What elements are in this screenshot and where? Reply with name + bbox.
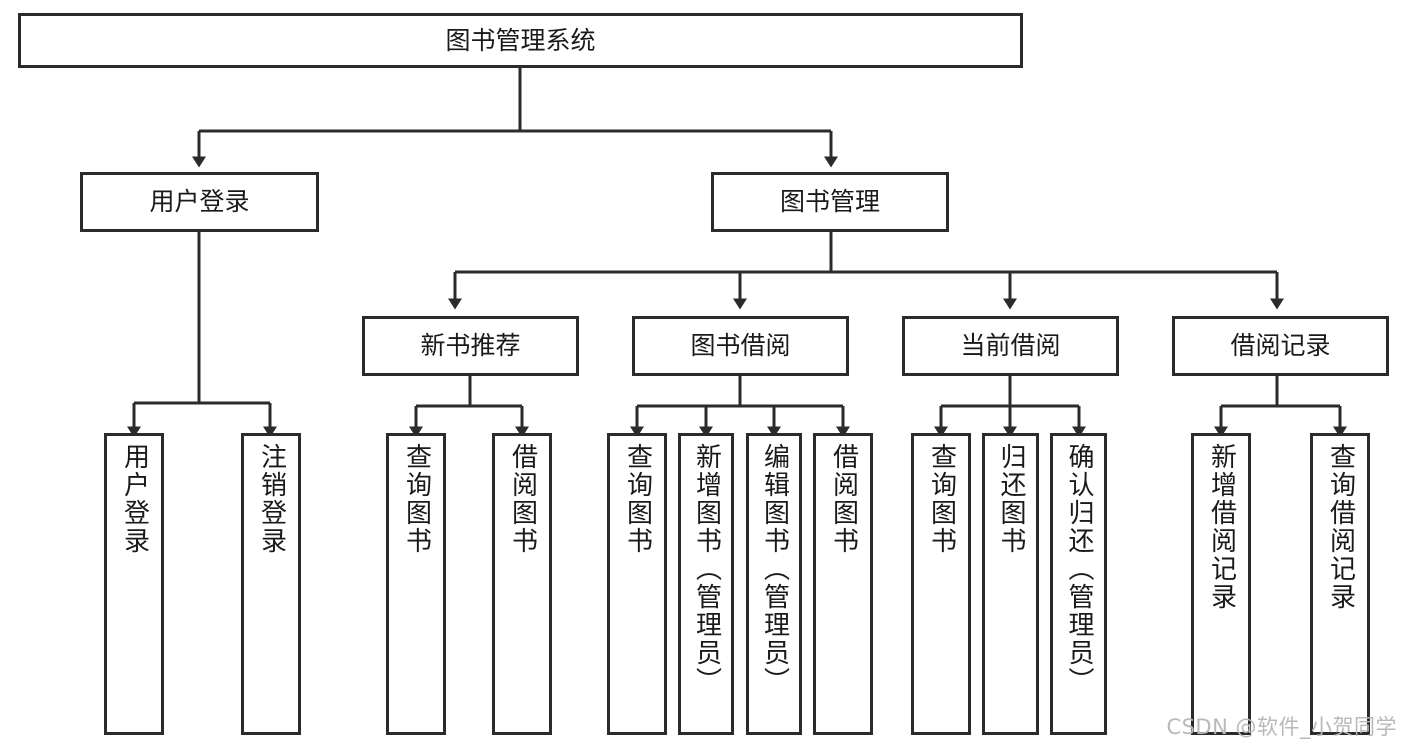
leaf-borrow-edit-book[interactable]: 编辑图书（管理员）	[746, 433, 802, 735]
leaf-label: 新增借阅记录	[1206, 443, 1237, 611]
leaf-record-query[interactable]: 查询借阅记录	[1310, 433, 1370, 735]
node-label: 图书管理系统	[445, 25, 596, 55]
node-user-login[interactable]: 用户登录	[80, 172, 319, 232]
leaf-current-confirm-return[interactable]: 确认归还（管理员）	[1050, 433, 1107, 735]
node-new-book-recommend[interactable]: 新书推荐	[362, 316, 579, 376]
leaf-label: 查询图书	[622, 443, 653, 555]
leaf-record-add[interactable]: 新增借阅记录	[1191, 433, 1251, 735]
node-label: 当前借阅	[960, 331, 1061, 361]
leaf-label: 确认归还（管理员）	[1064, 443, 1095, 695]
node-book-borrow[interactable]: 图书借阅	[632, 316, 849, 376]
leaf-label: 编辑图书（管理员）	[759, 443, 790, 695]
leaf-label: 新增图书（管理员）	[691, 443, 722, 695]
leaf-borrow-query-book[interactable]: 查询图书	[607, 433, 667, 735]
leaf-label: 查询图书	[926, 443, 957, 555]
node-label: 图书管理	[779, 187, 880, 217]
node-root-system[interactable]: 图书管理系统	[18, 13, 1023, 68]
leaf-label: 用户登录	[119, 443, 150, 555]
node-label: 借阅记录	[1230, 331, 1331, 361]
node-label: 用户登录	[149, 187, 250, 217]
leaf-borrow-add-book[interactable]: 新增图书（管理员）	[678, 433, 734, 735]
node-current-borrow[interactable]: 当前借阅	[902, 316, 1119, 376]
leaf-label: 注销登录	[256, 443, 287, 555]
leaf-user-login-login[interactable]: 用户登录	[104, 433, 164, 735]
leaf-current-query-book[interactable]: 查询图书	[911, 433, 971, 735]
node-borrow-record[interactable]: 借阅记录	[1172, 316, 1389, 376]
leaf-label: 借阅图书	[507, 443, 538, 555]
node-label: 图书借阅	[690, 331, 791, 361]
watermark: CSDN @软件_小贺同学	[1166, 715, 1397, 739]
leaf-label: 归还图书	[996, 443, 1027, 555]
leaf-new-book-query[interactable]: 查询图书	[386, 433, 446, 735]
leaf-label: 查询图书	[401, 443, 432, 555]
leaf-current-return-book[interactable]: 归还图书	[982, 433, 1039, 735]
node-label: 新书推荐	[420, 331, 521, 361]
leaf-label: 借阅图书	[828, 443, 859, 555]
leaf-new-book-borrow[interactable]: 借阅图书	[492, 433, 552, 735]
leaf-borrow-borrow-book[interactable]: 借阅图书	[813, 433, 873, 735]
leaf-user-login-logout[interactable]: 注销登录	[241, 433, 301, 735]
leaf-label: 查询借阅记录	[1325, 443, 1356, 611]
node-book-management[interactable]: 图书管理	[711, 172, 949, 232]
